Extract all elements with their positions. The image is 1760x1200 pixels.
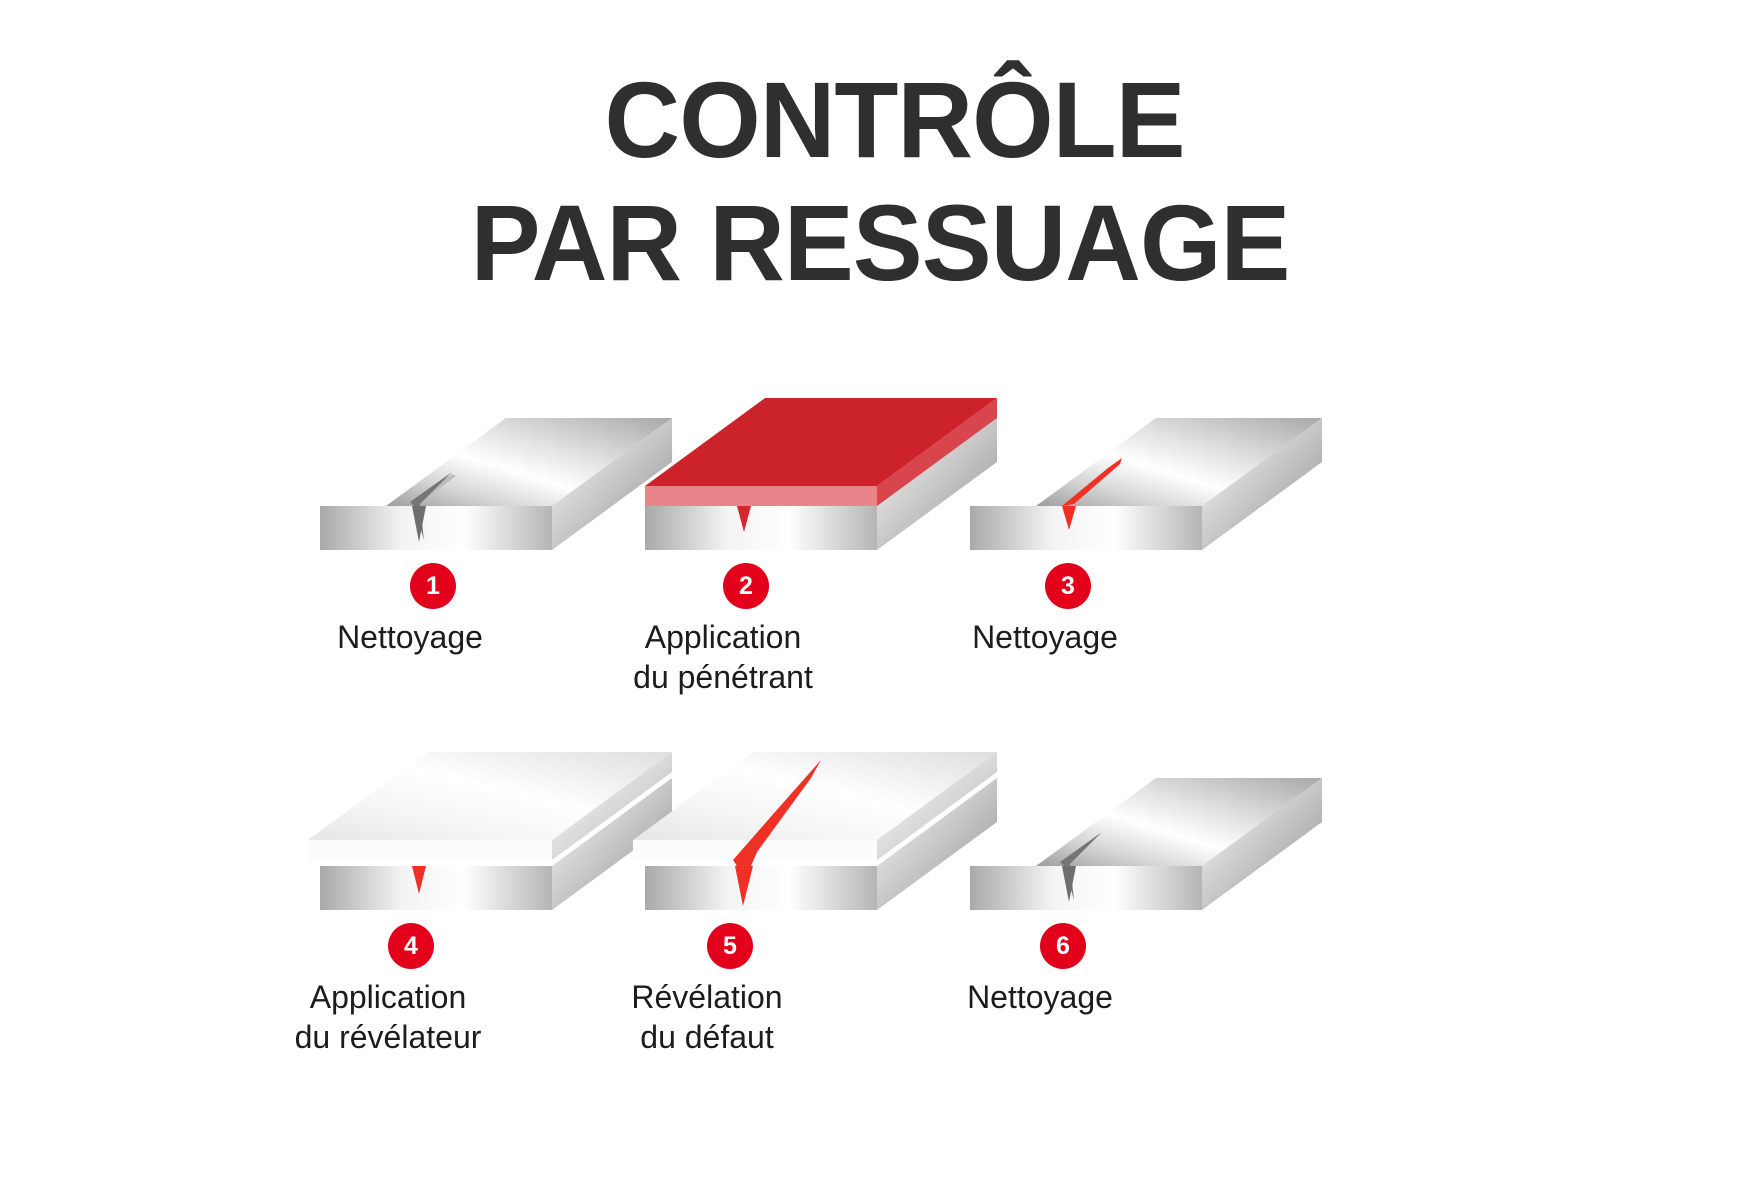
indication-bloom xyxy=(733,760,821,860)
steps-row-bottom: 4 Application du révélateur xyxy=(295,740,1480,1100)
developer-layer xyxy=(308,752,672,860)
step-5-caption: Révélation du défaut xyxy=(631,979,783,1055)
developer-layer xyxy=(633,752,997,860)
block-front-face xyxy=(645,506,877,550)
developer-front-face xyxy=(308,840,552,860)
step-2-caption: Application du pénétrant xyxy=(633,619,813,695)
block-side-face xyxy=(1202,418,1322,550)
developer-top-face xyxy=(633,752,997,840)
step-3-caption: Nettoyage xyxy=(972,619,1118,655)
step-2: 2 Application du pénétrant xyxy=(625,380,1025,740)
penetrant-front-face xyxy=(645,486,877,506)
step-5-badge: 5 xyxy=(707,923,753,969)
crack-defect xyxy=(410,472,456,542)
step-4: 4 Application du révélateur xyxy=(295,740,700,1100)
crack-notch-filled xyxy=(737,506,751,532)
title-line-2: PAR RESSUAGE xyxy=(470,182,1291,304)
block-side-face xyxy=(1202,778,1322,910)
crack-notch xyxy=(735,866,753,906)
defect-indication xyxy=(733,760,821,906)
block-side-face xyxy=(877,778,997,910)
metal-block xyxy=(645,778,997,910)
block-top-face xyxy=(1036,418,1322,506)
block-front-face xyxy=(320,866,552,910)
crack-notch xyxy=(412,506,426,542)
developer-side-face xyxy=(877,752,997,860)
crack-notch xyxy=(412,866,426,894)
step-5: 5 Révélation du défaut xyxy=(625,740,1025,1100)
step-6-caption: Nettoyage xyxy=(967,979,1113,1015)
block-side-face xyxy=(877,418,997,550)
step-3-illustration xyxy=(950,380,1350,580)
step-4-caption: Application du révélateur xyxy=(294,979,482,1055)
step-6: 6 Nettoyage xyxy=(950,740,1350,1100)
step-4-illustration xyxy=(300,740,700,940)
crack-surface-line xyxy=(1062,458,1122,506)
crack-defect xyxy=(737,506,751,532)
crack-notch xyxy=(1062,866,1076,902)
penetrant-layer xyxy=(645,398,997,506)
page-title: CONTRÔLE PAR RESSUAGE xyxy=(26,58,1733,304)
metal-block xyxy=(970,778,1322,910)
step-1-badge: 1 xyxy=(410,563,456,609)
step-2-badge: 2 xyxy=(723,563,769,609)
block-front-face-main xyxy=(320,506,552,550)
block-front-face xyxy=(970,866,1202,910)
crack-notch xyxy=(1062,506,1076,530)
metal-block xyxy=(320,778,672,910)
block-front-face xyxy=(970,506,1202,550)
indication-flare xyxy=(733,852,757,866)
metal-block xyxy=(970,418,1322,550)
step-1-illustration xyxy=(300,380,700,580)
block-side-face xyxy=(552,778,672,910)
step-5-illustration xyxy=(625,740,1025,940)
crack-indication xyxy=(1062,458,1122,530)
block-top-face xyxy=(1036,778,1322,866)
step-1-caption: Nettoyage xyxy=(337,619,483,655)
block-top-face xyxy=(386,418,672,506)
crack-indication xyxy=(412,866,426,894)
process-steps-grid: 1 Nettoyage xyxy=(295,380,1480,1140)
block-front-face xyxy=(645,866,877,910)
developer-side-face xyxy=(552,752,672,860)
step-3-badge: 3 xyxy=(1045,563,1091,609)
steps-row-top: 1 Nettoyage xyxy=(300,380,1480,740)
block-side-face xyxy=(552,418,672,550)
developer-top-face xyxy=(308,752,672,840)
step-6-illustration xyxy=(950,740,1350,940)
step-3: 3 Nettoyage xyxy=(950,380,1350,740)
step-4-badge: 4 xyxy=(388,923,434,969)
step-6-badge: 6 xyxy=(1040,923,1086,969)
metal-block xyxy=(320,418,672,550)
metal-block xyxy=(645,418,997,550)
step-2-illustration xyxy=(625,380,1025,580)
step-1: 1 Nettoyage xyxy=(300,380,700,740)
crack-defect xyxy=(1060,832,1102,902)
title-line-1: CONTRÔLE xyxy=(604,59,1186,180)
penetrant-side-face xyxy=(877,398,997,506)
penetrant-top-face xyxy=(645,398,997,486)
